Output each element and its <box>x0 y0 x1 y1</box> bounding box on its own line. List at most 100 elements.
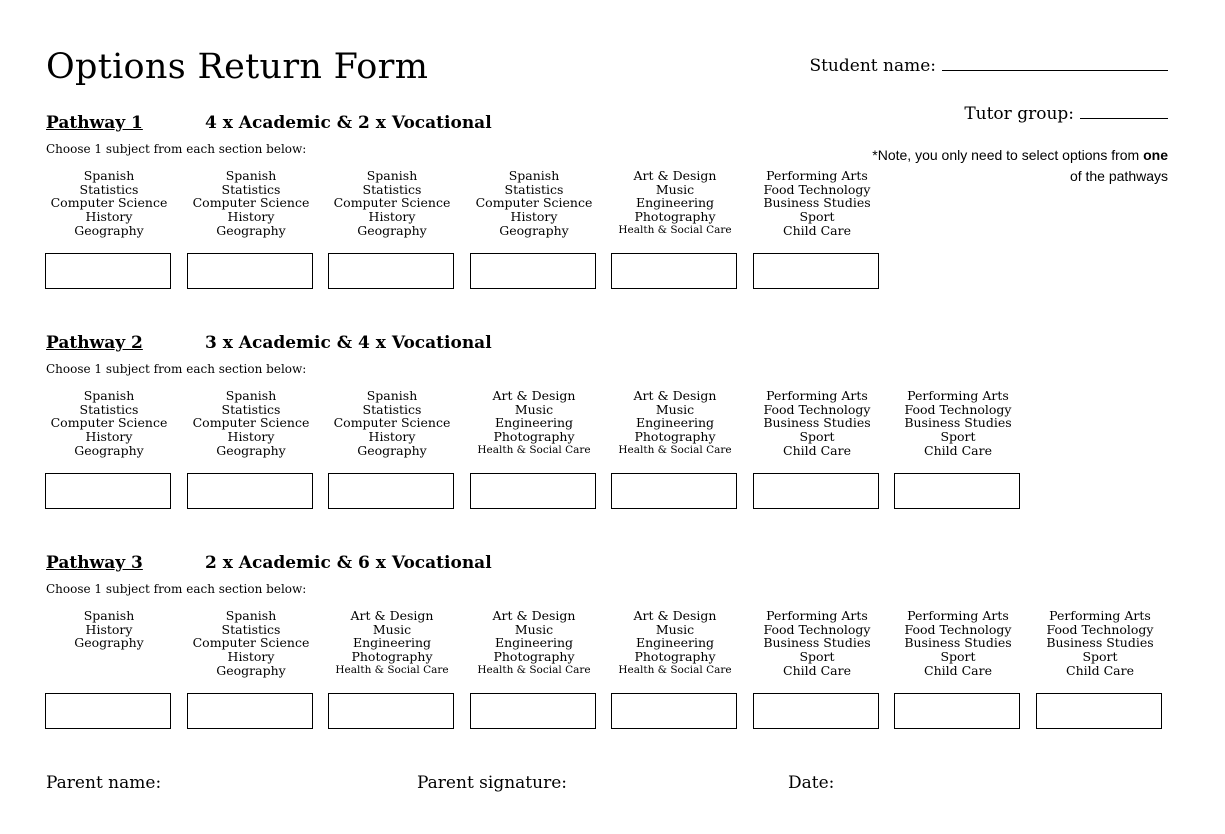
subject-option: Art & Design <box>350 608 434 623</box>
subject-option: Geography <box>357 222 427 238</box>
subject-option: Performing Arts <box>907 608 1009 623</box>
subject-option: Music <box>514 401 554 417</box>
subject-option: Spanish <box>83 608 135 623</box>
subject-option: Engineering <box>494 635 574 651</box>
subject-option: Music <box>514 621 554 637</box>
subject-option: Sport <box>1082 649 1118 665</box>
subject-option: Music <box>655 621 695 637</box>
subject-option: Spanish <box>225 168 277 183</box>
subject-choice-box[interactable] <box>328 253 454 289</box>
subject-option: Statistics <box>79 401 139 417</box>
subject-option: Geography <box>216 222 286 238</box>
pathway-title: Pathway 2 <box>46 333 143 353</box>
subject-option: History <box>85 621 133 637</box>
subject-choice-box[interactable] <box>187 693 313 729</box>
subject-option: Photography <box>634 649 716 665</box>
subject-option: Spanish <box>366 168 418 183</box>
subject-option: Sport <box>799 429 835 445</box>
subject-option: Engineering <box>494 415 574 431</box>
subject-option: Art & Design <box>492 608 576 623</box>
subject-option: Spanish <box>83 388 135 403</box>
subject-choice-box[interactable] <box>328 693 454 729</box>
student-name-field[interactable]: Student name: <box>809 54 1168 77</box>
subject-option: Statistics <box>221 401 281 417</box>
subject-choice-box[interactable] <box>328 473 454 509</box>
subject-option: Business Studies <box>904 415 1012 431</box>
subject-option: History <box>227 209 275 225</box>
subject-option: Health & Social Care <box>335 663 449 676</box>
subject-option: Engineering <box>635 635 715 651</box>
subject-option: Photography <box>634 429 716 445</box>
subject-choice-box[interactable] <box>753 473 879 509</box>
subject-choice-box[interactable] <box>894 693 1020 729</box>
subject-option: Art & Design <box>633 608 717 623</box>
subject-option: Computer Science <box>192 635 310 651</box>
subject-option: Computer Science <box>333 195 451 211</box>
subject-option: Photography <box>634 209 716 225</box>
subject-option: Geography <box>74 442 144 458</box>
subject-option: Performing Arts <box>766 388 868 403</box>
subject-choice-box[interactable] <box>470 473 596 509</box>
subject-choice-box[interactable] <box>187 253 313 289</box>
subject-option: Geography <box>357 442 427 458</box>
subject-option: Performing Arts <box>766 168 868 183</box>
subject-option: Statistics <box>221 181 281 197</box>
subject-option: Geography <box>74 635 144 651</box>
subject-option: Engineering <box>635 415 715 431</box>
pathway-subtitle: 2 x Academic & 6 x Vocational <box>205 553 492 573</box>
student-name-blank[interactable] <box>942 54 1168 71</box>
subject-choice-box[interactable] <box>611 693 737 729</box>
subject-option: Statistics <box>362 401 422 417</box>
subject-choice-box[interactable] <box>470 693 596 729</box>
subject-option: Statistics <box>79 181 139 197</box>
subject-choice-box[interactable] <box>1036 693 1162 729</box>
subject-choice-box[interactable] <box>611 473 737 509</box>
pathway-title: Pathway 1 <box>46 113 143 133</box>
subject-choice-box[interactable] <box>470 253 596 289</box>
subject-option: History <box>227 429 275 445</box>
subject-choice-box[interactable] <box>45 693 171 729</box>
subject-option: Food Technology <box>1046 621 1154 637</box>
subject-option: Computer Science <box>50 195 168 211</box>
subject-option: Child Care <box>783 222 851 238</box>
subject-choice-box[interactable] <box>894 473 1020 509</box>
pathway-title: Pathway 3 <box>46 553 143 573</box>
subject-option: Child Care <box>924 662 992 678</box>
subject-choice-box[interactable] <box>45 253 171 289</box>
note-prefix: *Note, you only need to select options f… <box>872 147 1144 163</box>
subject-choice-box[interactable] <box>611 253 737 289</box>
tutor-group-blank[interactable] <box>1080 102 1168 119</box>
subject-option: Child Care <box>783 442 851 458</box>
subject-option: Health & Social Care <box>618 443 732 456</box>
subject-choice-box[interactable] <box>187 473 313 509</box>
tutor-group-field[interactable]: Tutor group: <box>964 102 1168 125</box>
subject-option: Child Care <box>1066 662 1134 678</box>
subject-option: Photography <box>351 649 433 665</box>
subject-choice-box[interactable] <box>45 473 171 509</box>
parent-name-label: Parent name: <box>46 773 162 793</box>
subject-choice-box[interactable] <box>753 693 879 729</box>
subject-option: History <box>85 209 133 225</box>
subject-choice-box[interactable] <box>753 253 879 289</box>
subject-option: Geography <box>216 442 286 458</box>
subject-option: Engineering <box>352 635 432 651</box>
subject-option: Health & Social Care <box>618 663 732 676</box>
subject-option: Health & Social Care <box>618 223 732 236</box>
subject-option: Music <box>372 621 412 637</box>
